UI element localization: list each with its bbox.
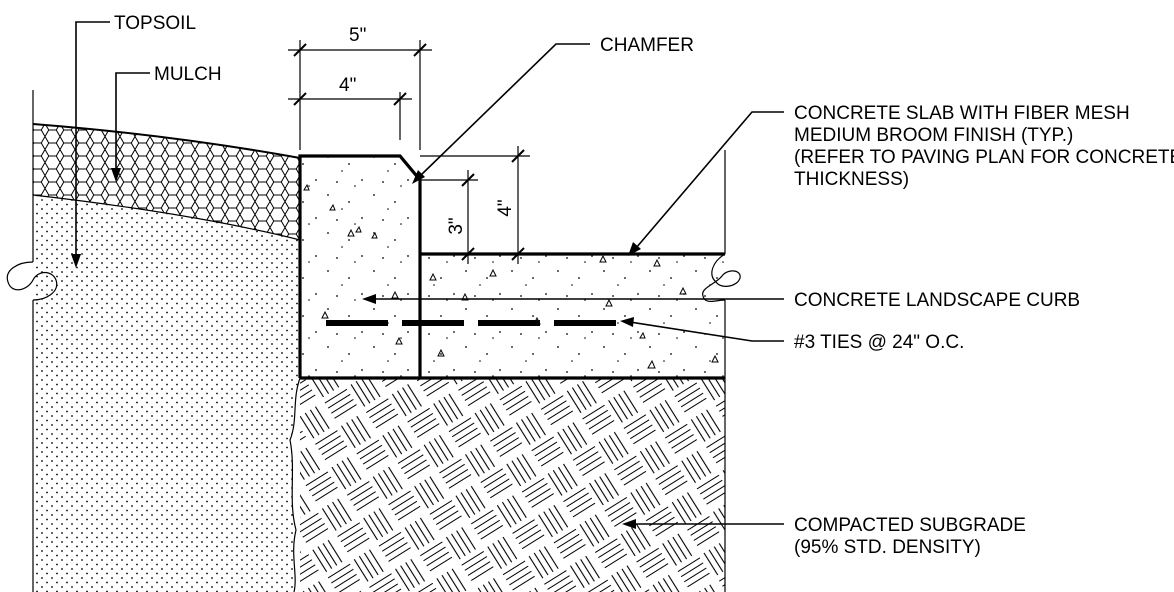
slab-arrowhead — [628, 242, 641, 256]
chamfer-arrowhead — [412, 170, 425, 184]
concrete-slab — [420, 254, 725, 378]
dim-tick — [461, 247, 475, 261]
mulch-label: MULCH — [154, 64, 222, 85]
dim-tick — [293, 92, 307, 106]
curb-outline — [298, 154, 422, 378]
dim-tick — [413, 43, 427, 57]
left-break-symbol — [6, 261, 58, 301]
subgrade-arrowhead — [622, 519, 636, 529]
mulch-leader — [115, 72, 150, 172]
subgrade-left-edge — [289, 377, 301, 592]
mulch-hatch — [33, 124, 300, 240]
curb-label: CONCRETE LANDSCAPE CURB — [794, 290, 1080, 311]
chamfer-leader — [419, 43, 590, 177]
ties-arrowhead — [620, 317, 634, 327]
dim-tick — [511, 149, 525, 163]
chamfer-label: CHAMFER — [600, 35, 694, 56]
dim-tick — [393, 92, 407, 106]
dim-tick — [293, 43, 307, 57]
slab-label-line4: THICKNESS) — [794, 169, 909, 190]
dim-3in-text: 3" — [446, 217, 467, 234]
subgrade-label-line1: COMPACTED SUBGRADE — [794, 515, 1026, 536]
topsoil-arrowhead — [71, 254, 81, 268]
curb-arrowhead — [362, 294, 376, 304]
subgrade-label-line2: (95% STD. DENSITY) — [794, 537, 981, 558]
dim-tick — [461, 173, 475, 187]
topsoil-leader — [75, 21, 110, 258]
dim-4in-text: 4" — [339, 75, 356, 96]
concrete-curb — [300, 156, 420, 378]
slab-label-line2: MEDIUM BROOM FINISH (TYP.) — [794, 125, 1073, 146]
ties-leader — [629, 321, 784, 342]
slab-leader — [635, 111, 784, 249]
subgrade-region — [300, 378, 725, 592]
topsoil-hatch — [33, 195, 300, 592]
mulch-bottom-line — [32, 194, 301, 241]
mulch-top-line — [32, 123, 301, 159]
slab-label-line1: CONCRETE SLAB WITH FIBER MESH — [794, 103, 1130, 124]
dim-4in-vert-text: 4" — [495, 199, 516, 216]
slab-label-line3: (REFER TO PAVING PLAN FOR CONCRETE — [794, 147, 1174, 168]
ties-label: #3 TIES @ 24" O.C. — [794, 332, 964, 353]
topsoil-label: TOPSOIL — [114, 13, 196, 34]
dim-tick — [511, 247, 525, 261]
slab-break-symbol — [702, 253, 741, 302]
mulch-arrowhead — [111, 168, 121, 182]
dim-5in-text: 5" — [349, 25, 366, 46]
